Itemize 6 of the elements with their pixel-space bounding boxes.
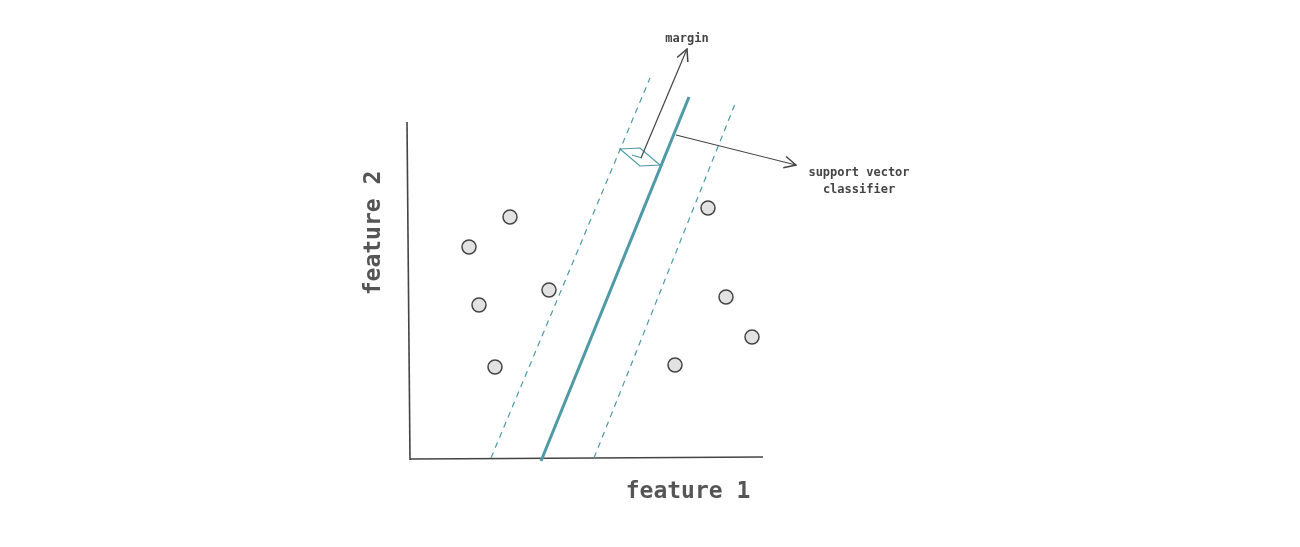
axis-title: feature 1	[625, 477, 751, 503]
margin-label: margin	[665, 30, 709, 47]
leader-arrow	[675, 134, 797, 169]
axis-title: feature 2	[359, 170, 385, 296]
leader-arrow	[640, 48, 689, 159]
classifier-label: support vector classifier	[799, 164, 919, 198]
